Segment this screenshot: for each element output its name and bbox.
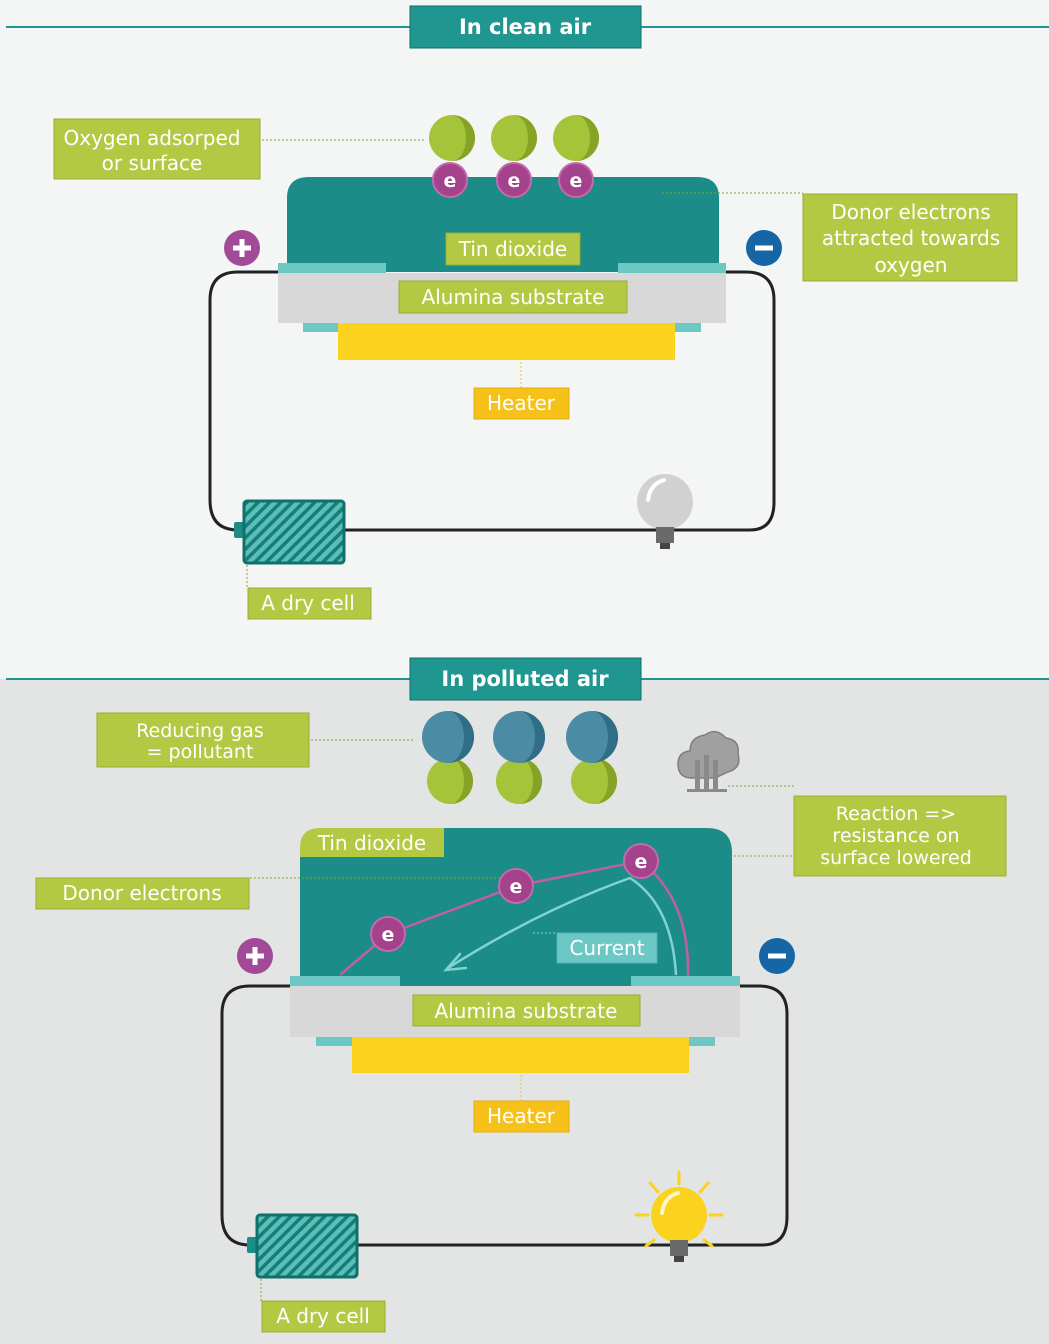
clean-donor-label-box [802, 193, 1018, 282]
pollutant-molecule [493, 711, 545, 804]
electron: e [498, 868, 534, 904]
clean-donor-label-line-2: attracted towards [822, 226, 1000, 250]
polluted-dry-cell-label-box [261, 1300, 386, 1333]
reaction-label-line-1: Reaction => [836, 803, 956, 825]
polluted-air-panel: In polluted air Tin dioxide e e [0, 657, 1049, 1344]
minus-terminal-icon [746, 230, 782, 266]
oxygen-molecule [429, 115, 475, 161]
electron: e [496, 162, 532, 198]
polluted-donor-label: Donor electrons [62, 881, 221, 905]
polluted-contact-right [631, 976, 740, 986]
polluted-heater-bar [352, 1037, 689, 1073]
clean-tin-dioxide-layer [287, 177, 719, 272]
lightbulb-lit-icon [634, 1170, 724, 1262]
clean-dry-cell-label: A dry cell [261, 591, 355, 615]
reaction-label-line-3: surface lowered [820, 847, 972, 869]
clean-heater-label-box [473, 387, 570, 420]
polluted-heater-label-box [473, 1100, 570, 1133]
svg-text:e: e [635, 851, 648, 873]
reducing-label-box [96, 712, 310, 768]
clean-heater-bar [338, 323, 675, 360]
polluted-tin-dioxide-label: Tin dioxide [317, 831, 426, 855]
svg-text:e: e [510, 876, 523, 898]
polluted-header-box [409, 657, 642, 701]
electron-path [339, 859, 690, 977]
clean-tin-dioxide-label: Tin dioxide [458, 237, 567, 261]
oxygen-molecule [553, 115, 599, 161]
polluted-tin-dioxide-label-box [300, 828, 444, 857]
svg-text:e: e [382, 924, 395, 946]
clean-circuit-wire [208, 270, 776, 532]
minus-terminal-icon [759, 938, 795, 974]
lightbulb-off-icon [637, 474, 693, 549]
electron: e [432, 162, 468, 198]
clean-contact-right [618, 263, 726, 273]
clean-donor-label-line-1: Donor electrons [831, 200, 990, 224]
clean-donor-label-line-3: oxygen [875, 253, 948, 277]
reaction-label-box [793, 795, 1007, 877]
factory-smoke-icon [677, 730, 740, 792]
polluted-alumina-label-box [412, 994, 641, 1027]
reducing-label-line-2: = pollutant [147, 741, 254, 763]
clean-tin-dioxide-label-box [445, 232, 581, 266]
clean-header-title: In clean air [459, 15, 592, 39]
polluted-contact-left [290, 976, 400, 986]
svg-text:e: e [508, 170, 521, 192]
polluted-heater-label: Heater [487, 1104, 556, 1128]
reducing-label-line-1: Reducing gas [136, 720, 264, 742]
polluted-header-title: In polluted air [441, 667, 609, 691]
clean-dry-cell-label-box [247, 587, 372, 620]
clean-heater-label: Heater [487, 391, 556, 415]
pollutant-molecule [422, 711, 474, 804]
electron: e [623, 843, 659, 879]
polluted-alumina-label: Alumina substrate [435, 999, 618, 1023]
clean-header-box [409, 5, 642, 49]
reaction-label-line-2: resistance on [832, 825, 959, 847]
oxygen-label-line-1: Oxygen adsorped [64, 126, 241, 150]
polluted-donor-label-box [35, 877, 250, 910]
clean-air-panel: In clean air Tin dioxide Alumina substra… [0, 0, 1049, 660]
current-arrow [447, 876, 678, 976]
oxygen-label-line-2: or surface [102, 151, 203, 175]
battery-icon [247, 1213, 359, 1279]
electron: e [558, 162, 594, 198]
oxygen-label-box [53, 118, 261, 180]
pollutant-molecule [566, 711, 618, 804]
svg-text:e: e [444, 170, 457, 192]
oxygen-molecule [491, 115, 537, 161]
clean-alumina-label-box [398, 280, 628, 314]
polluted-circuit-wire [220, 984, 789, 1247]
current-arrowhead-icon [442, 952, 468, 972]
polluted-dry-cell-label: A dry cell [276, 1304, 370, 1328]
clean-alumina-label: Alumina substrate [422, 285, 605, 309]
battery-icon [234, 499, 346, 565]
current-label: Current [569, 936, 644, 960]
plus-terminal-icon [224, 230, 260, 266]
svg-text:e: e [570, 170, 583, 192]
current-label-box [556, 932, 658, 964]
electron: e [370, 916, 406, 952]
plus-terminal-icon [237, 938, 273, 974]
clean-contact-left [278, 263, 386, 273]
